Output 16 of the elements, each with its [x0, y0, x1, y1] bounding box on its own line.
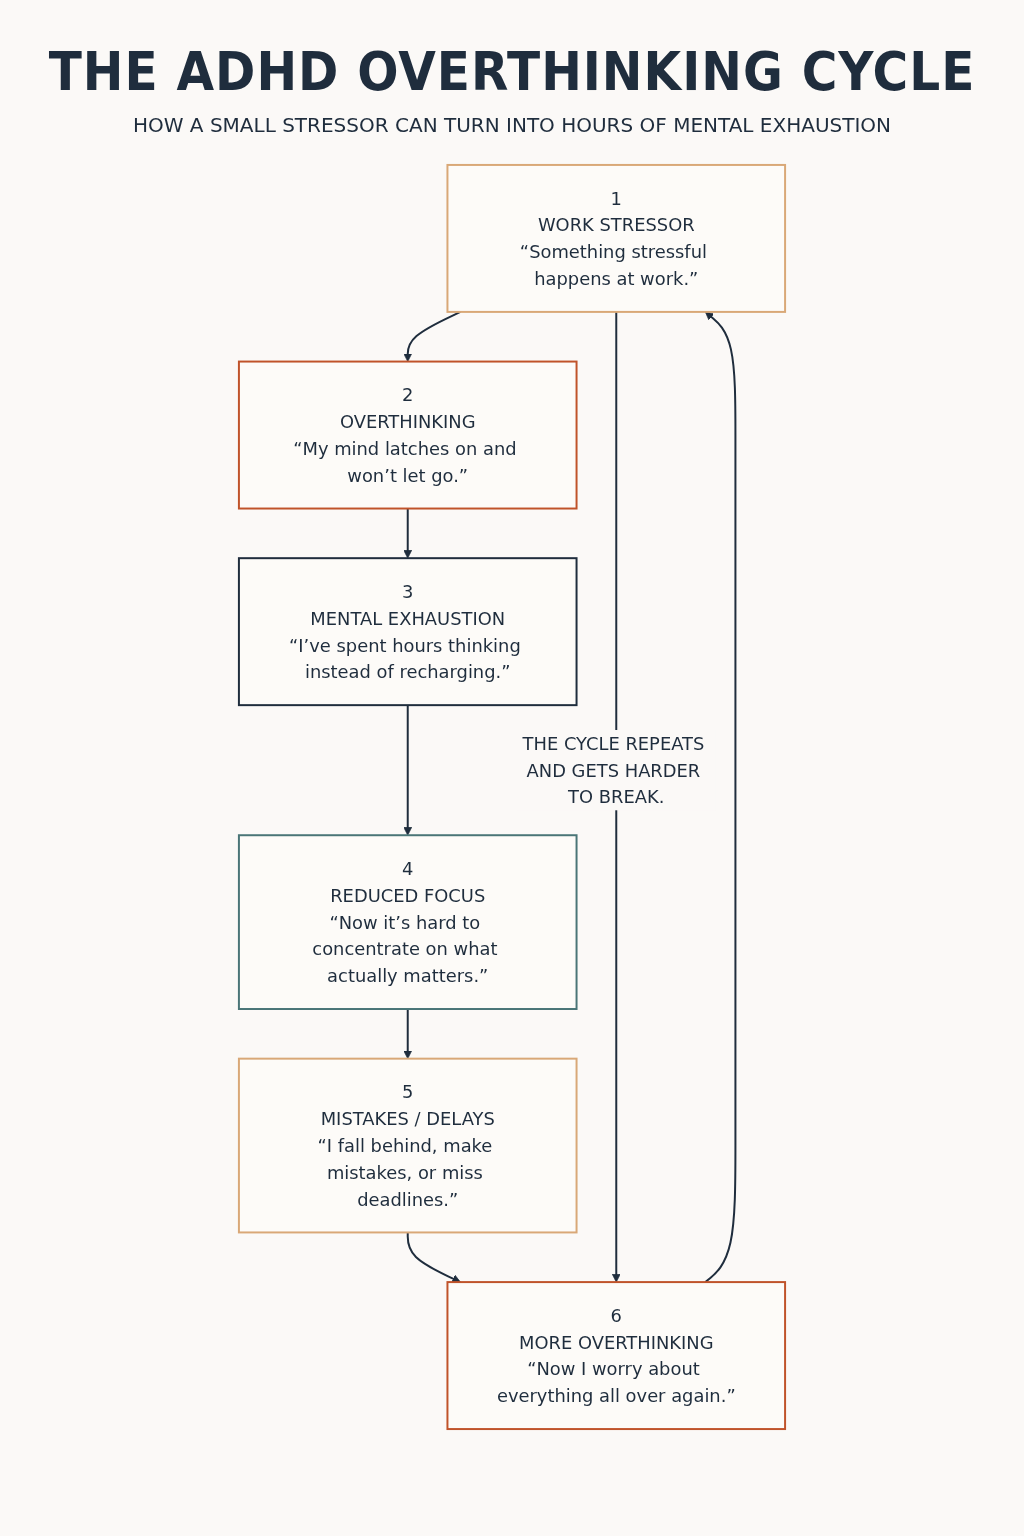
node-box: 3 MENTAL EXHAUSTION “I’ve spent hours thinking instead of recharging.” [237, 557, 578, 707]
node-box: 2 OVERTHINKING “My mind latches on and won’t let go.” [237, 360, 578, 510]
arrow [403, 1008, 413, 1060]
node-box: 1 WORK STRESSOR “Something stressful happens at work.” [446, 163, 787, 313]
title: THE ADHD OVERTHINKING CYCLE [47, 40, 977, 103]
arrow [403, 310, 462, 362]
node-box: 4 REDUCED FOCUS “Now it’s hard to concentrate on what actually matters.” [237, 834, 578, 1010]
arrow [403, 507, 413, 559]
node-box: 5 MISTAKES / DELAYS “I fall behind, make mistakes, or miss deadlines.” [237, 1057, 578, 1234]
node-box: 6 MORE OVERTHINKING “Now I worry about everything all over again.” [446, 1281, 787, 1431]
edge-label: THE CYCLE REPEATS AND GETS HARDER TO BREAK. [522, 732, 705, 808]
arrow [704, 311, 737, 1284]
arrow [406, 1231, 461, 1283]
arrow [611, 310, 621, 1283]
subtitle: HOW A SMALL STRESSOR CAN TURN INTO HOURS OF MENTAL EXHAUSTION [131, 113, 893, 137]
arrow [403, 704, 413, 836]
